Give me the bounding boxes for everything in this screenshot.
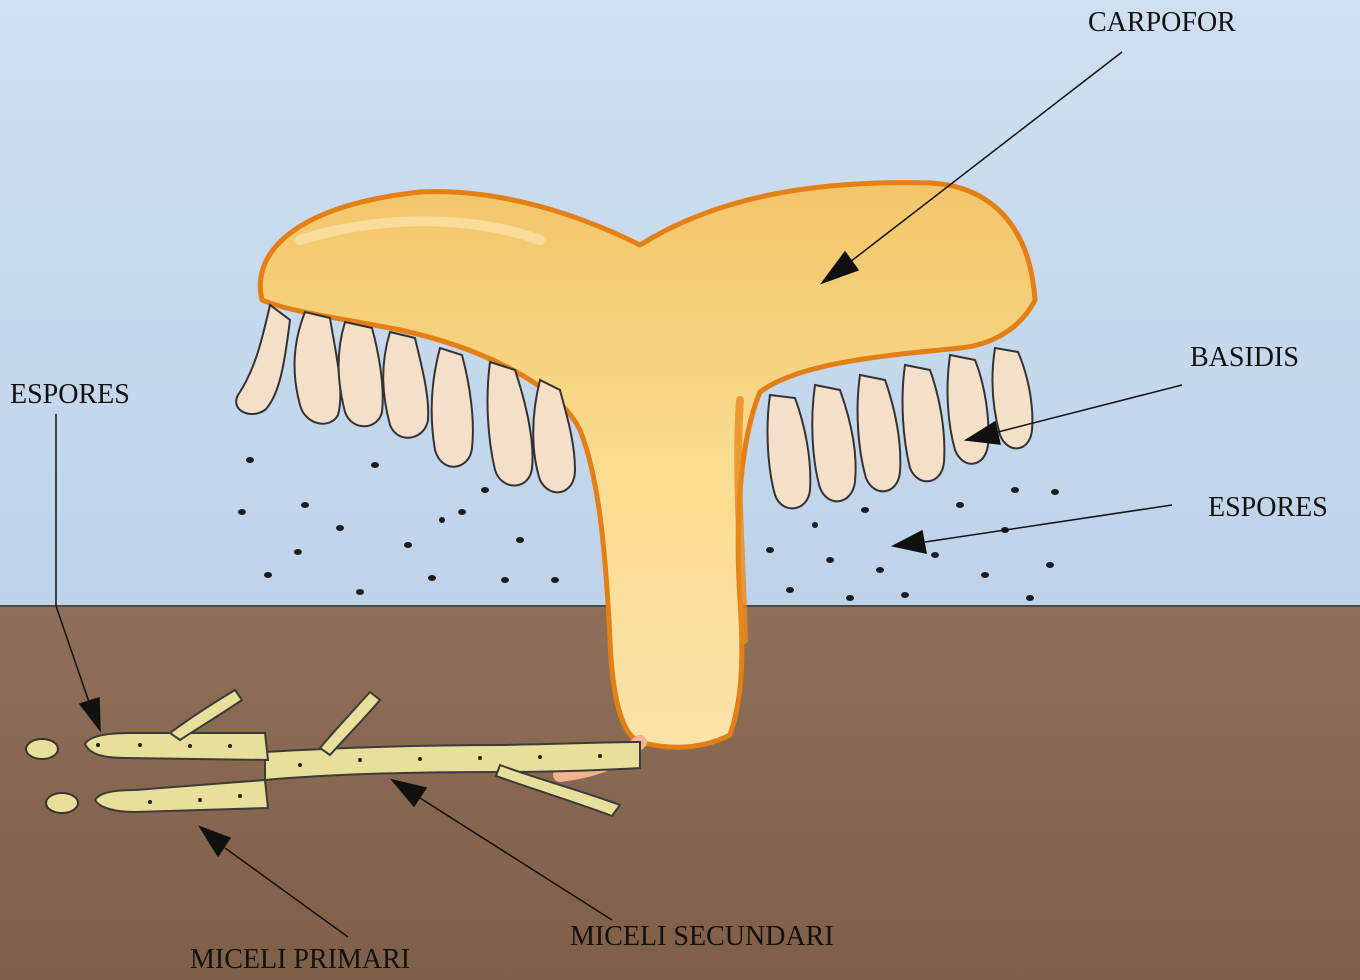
label-miceli-primari: MICELI PRIMARI <box>190 944 410 975</box>
label-espores-right: ESPORES <box>1208 492 1328 523</box>
label-carpofor: CARPOFOR <box>1088 7 1236 38</box>
label-miceli-secundari: MICELI SECUNDARI <box>570 921 834 952</box>
label-basidis: BASIDIS <box>1190 342 1299 373</box>
label-espores-left: ESPORES <box>10 379 130 410</box>
